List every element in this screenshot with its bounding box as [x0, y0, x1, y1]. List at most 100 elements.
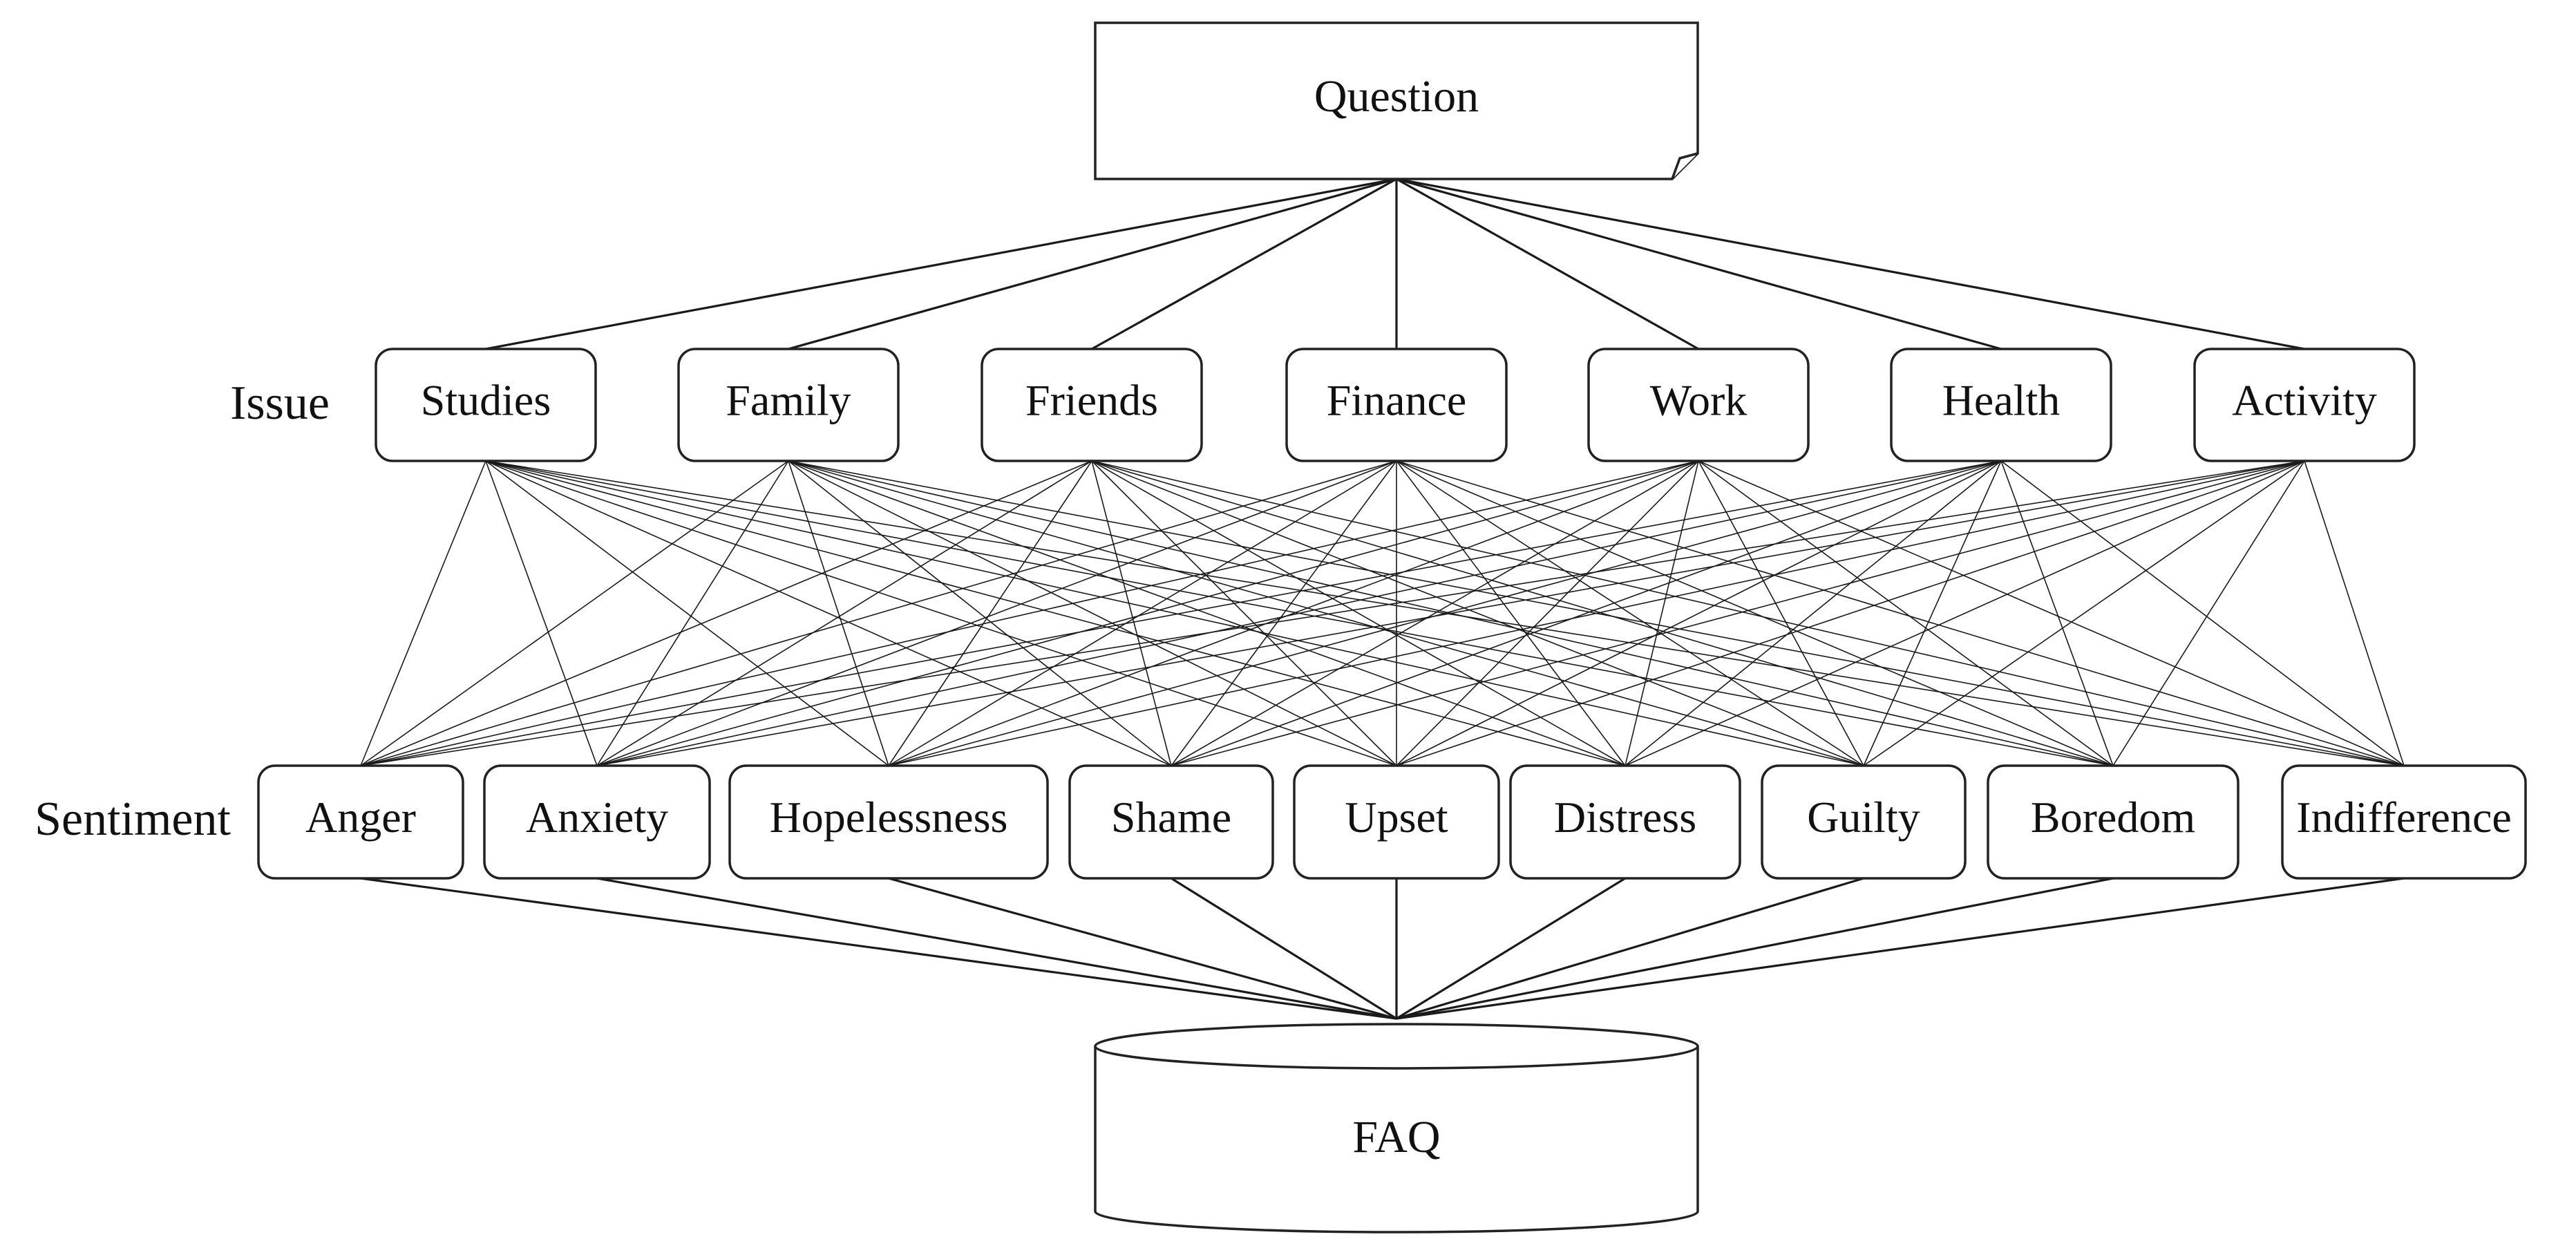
- edge-finance-to-anxiety: [596, 460, 1397, 766]
- sentiment-node-anger: Anger: [257, 764, 464, 880]
- edge-activity-to-anger: [360, 460, 2305, 766]
- edge-guilty-to-faq: [1396, 877, 1864, 1020]
- issue-node-health: Health: [1890, 348, 2112, 462]
- edge-work-to-shame: [1171, 460, 1699, 766]
- issue-node-finance: Finance: [1285, 348, 1508, 462]
- sentiment-box: [1068, 764, 1274, 880]
- edge-activity-to-hopelessness: [888, 460, 2305, 766]
- edge-friends-to-distress: [1091, 460, 1626, 766]
- sentiment-box: [2281, 764, 2527, 880]
- edge-shame-to-faq: [1171, 877, 1397, 1020]
- edge-anxiety-to-faq: [596, 877, 1397, 1020]
- edge-studies-to-anger: [360, 460, 486, 766]
- question-fold-corner: [1671, 152, 1698, 180]
- sentiment-label: Indifference: [2296, 793, 2512, 842]
- edge-health-to-anger: [360, 460, 2002, 766]
- edge-activity-to-distress: [1625, 460, 2305, 766]
- edge-activity-to-boredom: [2112, 460, 2305, 766]
- edge-anger-to-faq: [360, 877, 1397, 1020]
- issue-box: [677, 348, 900, 462]
- sentiment-node-hopelessness: Hopelessness: [728, 764, 1049, 880]
- edge-friends-to-indifference: [1091, 460, 2405, 766]
- issue-box: [375, 348, 597, 462]
- edge-family-to-shame: [788, 460, 1172, 766]
- edge-friends-to-hopelessness: [888, 460, 1092, 766]
- issue-row-label: Issue: [230, 377, 330, 430]
- edge-family-to-hopelessness: [788, 460, 889, 766]
- edge-finance-to-shame: [1171, 460, 1397, 766]
- edge-family-to-upset: [788, 460, 1397, 766]
- sentiment-node-shame: Shame: [1068, 764, 1274, 880]
- faq-cylinder-body: [1094, 1046, 1699, 1234]
- edge-question-to-friends: [1091, 178, 1397, 350]
- sentiment-node-upset: Upset: [1293, 764, 1500, 880]
- edge-friends-to-shame: [1091, 460, 1172, 766]
- edge-hopelessness-to-faq: [888, 877, 1397, 1020]
- edge-family-to-distress: [788, 460, 1626, 766]
- sentiment-label: Distress: [1554, 793, 1696, 842]
- edge-work-to-anxiety: [596, 460, 1699, 766]
- sentiment-label: Anger: [305, 793, 416, 842]
- issue-label: Friends: [1025, 376, 1158, 425]
- sentiment-label: Guilty: [1807, 793, 1920, 842]
- edge-activity-to-shame: [1171, 460, 2305, 766]
- issue-node-friends: Friends: [981, 348, 1203, 462]
- edge-work-to-guilty: [1698, 460, 1864, 766]
- edge-work-to-upset: [1396, 460, 1699, 766]
- edge-finance-to-hopelessness: [888, 460, 1397, 766]
- issue-box: [1890, 348, 2112, 462]
- edge-activity-to-anxiety: [596, 460, 2305, 766]
- edge-activity-to-indifference: [2304, 460, 2405, 766]
- edge-friends-to-anger: [360, 460, 1092, 766]
- sentiment-box: [483, 764, 711, 880]
- edge-studies-to-guilty: [485, 460, 1864, 766]
- edge-friends-to-guilty: [1091, 460, 1864, 766]
- faq-database-node: FAQ: [1094, 1023, 1699, 1234]
- issue-label: Health: [1942, 376, 2061, 425]
- issue-to-sentiment-edges: [360, 460, 2405, 766]
- question-node: Question: [1094, 21, 1699, 180]
- edge-health-to-hopelessness: [888, 460, 2002, 766]
- edge-distress-to-faq: [1396, 877, 1626, 1020]
- issue-box: [981, 348, 1203, 462]
- edge-finance-to-anger: [360, 460, 1397, 766]
- edge-health-to-distress: [1625, 460, 2002, 766]
- sentiment-label: Anxiety: [526, 793, 668, 842]
- sentiment-box: [728, 764, 1049, 880]
- sentiment-to-faq-edges: [360, 877, 2405, 1020]
- issue-node-activity: Activity: [2193, 348, 2416, 462]
- edge-work-to-hopelessness: [888, 460, 1699, 766]
- issue-label: Activity: [2232, 376, 2377, 425]
- edge-health-to-boredom: [2000, 460, 2114, 766]
- sentiment-box: [1509, 764, 1741, 880]
- edge-family-to-anger: [360, 460, 789, 766]
- issue-label: Work: [1650, 376, 1748, 425]
- edge-studies-to-hopelessness: [485, 460, 889, 766]
- edge-question-to-studies: [485, 178, 1397, 350]
- sentiment-node-distress: Distress: [1509, 764, 1741, 880]
- sentiment-box: [1293, 764, 1500, 880]
- sentiment-box: [1987, 764, 2239, 880]
- edge-friends-to-anxiety: [596, 460, 1092, 766]
- issue-box: [2193, 348, 2416, 462]
- issue-label: Finance: [1327, 376, 1467, 425]
- edge-health-to-guilty: [1863, 460, 2002, 766]
- issue-box: [1587, 348, 1810, 462]
- edge-studies-to-upset: [485, 460, 1397, 766]
- question-label: Question: [1314, 71, 1479, 122]
- edge-family-to-anxiety: [596, 460, 789, 766]
- edge-studies-to-anxiety: [485, 460, 598, 766]
- sentiment-box: [1761, 764, 1967, 880]
- issue-label: Family: [726, 376, 851, 425]
- edge-health-to-upset: [1396, 460, 2002, 766]
- edge-work-to-anger: [360, 460, 1699, 766]
- edge-question-to-activity: [1396, 178, 2305, 350]
- sentiment-node-indifference: Indifference: [2281, 764, 2527, 880]
- sentiment-row-label: Sentiment: [35, 793, 231, 846]
- edge-boredom-to-faq: [1396, 877, 2114, 1020]
- sentiment-label: Upset: [1345, 793, 1448, 842]
- edge-work-to-distress: [1625, 460, 1699, 766]
- edge-studies-to-shame: [485, 460, 1172, 766]
